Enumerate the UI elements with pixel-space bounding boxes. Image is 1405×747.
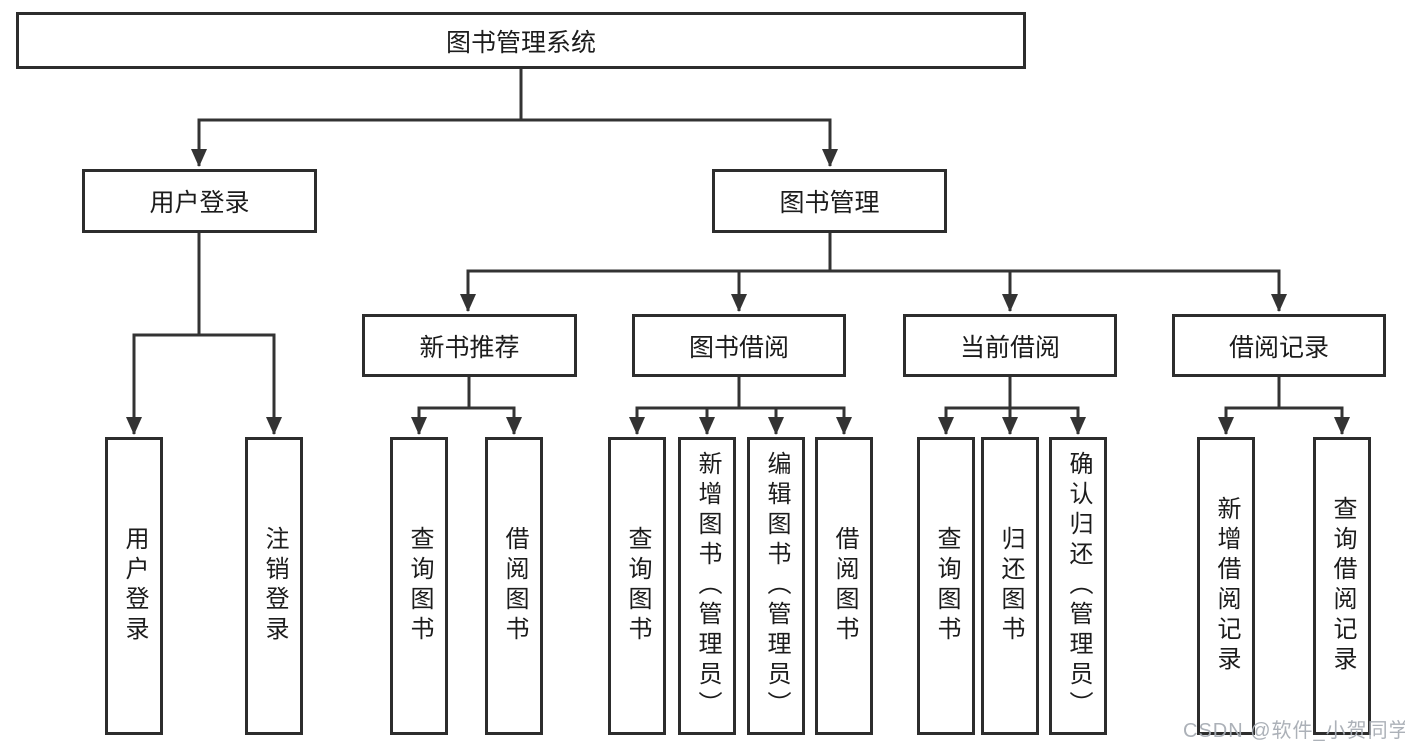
node-leaf-bw-add-books-admin: 新增图书（管理员） xyxy=(678,437,736,735)
node-leaf-cl-return-books: 归还图书 xyxy=(981,437,1039,735)
connector-root-bus xyxy=(197,69,832,122)
node-leaf-user-login: 用户登录 xyxy=(105,437,163,735)
node-leaf-bw-edit-books-admin: 编辑图书（管理员） xyxy=(747,437,805,735)
node-system-title: 图书管理系统 xyxy=(16,12,1026,69)
node-leaf-cl-confirm-return-admin: 确认归还（管理员） xyxy=(1049,437,1107,735)
connector-book-mgmt-bus xyxy=(466,233,1281,273)
node-leaf-bw-query-books: 查询图书 xyxy=(608,437,666,735)
node-borrowing: 图书借阅 xyxy=(632,314,846,377)
node-leaf-nb-borrow-books: 借阅图书 xyxy=(485,437,543,735)
node-loan-records: 借阅记录 xyxy=(1172,314,1386,377)
node-current-loans: 当前借阅 xyxy=(903,314,1117,377)
csdn-watermark: CSDN @软件_小贺同学 xyxy=(1183,720,1405,742)
connector-borrowing-bus xyxy=(635,377,846,410)
node-leaf-cl-query-books: 查询图书 xyxy=(917,437,975,735)
node-leaf-lr-add-record: 新增借阅记录 xyxy=(1197,437,1255,735)
node-user-login: 用户登录 xyxy=(82,169,317,233)
node-leaf-logout: 注销登录 xyxy=(245,437,303,735)
connector-current-loans-bus xyxy=(944,377,1080,410)
node-leaf-bw-borrow-books: 借阅图书 xyxy=(815,437,873,735)
node-book-mgmt: 图书管理 xyxy=(712,169,947,233)
connector-user-login-bus xyxy=(132,233,276,337)
connector-loan-records-bus xyxy=(1224,377,1344,410)
node-new-books: 新书推荐 xyxy=(362,314,577,377)
node-leaf-lr-query-record: 查询借阅记录 xyxy=(1313,437,1371,735)
connector-new-books-bus xyxy=(417,377,516,410)
node-leaf-nb-query-books: 查询图书 xyxy=(390,437,448,735)
